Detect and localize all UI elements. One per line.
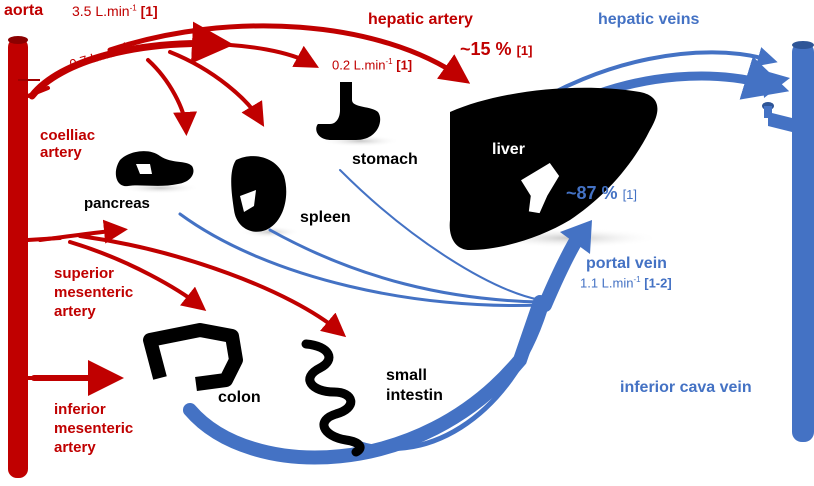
inferior-cava-vein-vessel bbox=[762, 41, 814, 442]
inferior-mesenteric-artery-label-line2: mesenteric bbox=[54, 421, 133, 437]
superior-mesenteric-artery-label-line2: mesenteric bbox=[54, 285, 133, 301]
hepatic-artery-percent-label: ~15 % [1] bbox=[460, 40, 532, 59]
inferior-cava-vein-label: inferior cava vein bbox=[620, 380, 752, 397]
stomach-organ bbox=[316, 82, 380, 140]
spleen-label: spleen bbox=[300, 210, 351, 227]
stomach-label: stomach bbox=[352, 152, 418, 169]
superior-mesenteric-artery-label-line3: artery bbox=[54, 304, 96, 320]
coelliac-artery-label-line1: coelliac bbox=[40, 128, 95, 144]
colon-vein-arrow bbox=[190, 302, 540, 457]
coelliac-artery-label-line2: artery bbox=[40, 145, 82, 161]
pancreas-organ bbox=[116, 151, 194, 186]
liver-organ bbox=[450, 88, 658, 250]
small-intestin-label-line2: intestin bbox=[386, 388, 443, 405]
superior-mesenteric-stub bbox=[28, 238, 60, 240]
hepatic-veins-label: hepatic veins bbox=[598, 12, 699, 29]
aorta-flow-label: 3.5 L.min-1 [1] bbox=[72, 4, 158, 19]
aorta-label: aorta bbox=[4, 3, 43, 20]
small-intestin-label-line1: small bbox=[386, 368, 427, 385]
portal-vein-flow-label: 1.1 L.min-1 [1-2] bbox=[580, 276, 672, 290]
liver-label: liver bbox=[492, 142, 525, 159]
superior-mesenteric-artery-label-line1: superior bbox=[54, 266, 114, 282]
colon-label: colon bbox=[218, 390, 261, 407]
hepatic-veins-arrowhead bbox=[762, 70, 790, 98]
portal-vein-label: portal vein bbox=[586, 256, 667, 273]
spleen-organ bbox=[231, 156, 286, 232]
small-intestin-organ bbox=[306, 344, 360, 452]
pancreas-label: pancreas bbox=[84, 196, 150, 212]
pancreas-artery-arrow bbox=[148, 60, 186, 128]
colon-organ bbox=[150, 330, 236, 384]
portal-percent-label: ~87 % [1] bbox=[566, 184, 637, 203]
hepatic-artery-label: hepatic artery bbox=[368, 12, 473, 29]
inferior-mesenteric-artery-label-line1: inferior bbox=[54, 402, 106, 418]
aorta-vessel bbox=[8, 36, 40, 478]
hepatic-artery-flow-label: 0.2 L.min-1 [1] bbox=[332, 58, 412, 72]
inferior-mesenteric-artery-label-line3: artery bbox=[54, 440, 96, 456]
